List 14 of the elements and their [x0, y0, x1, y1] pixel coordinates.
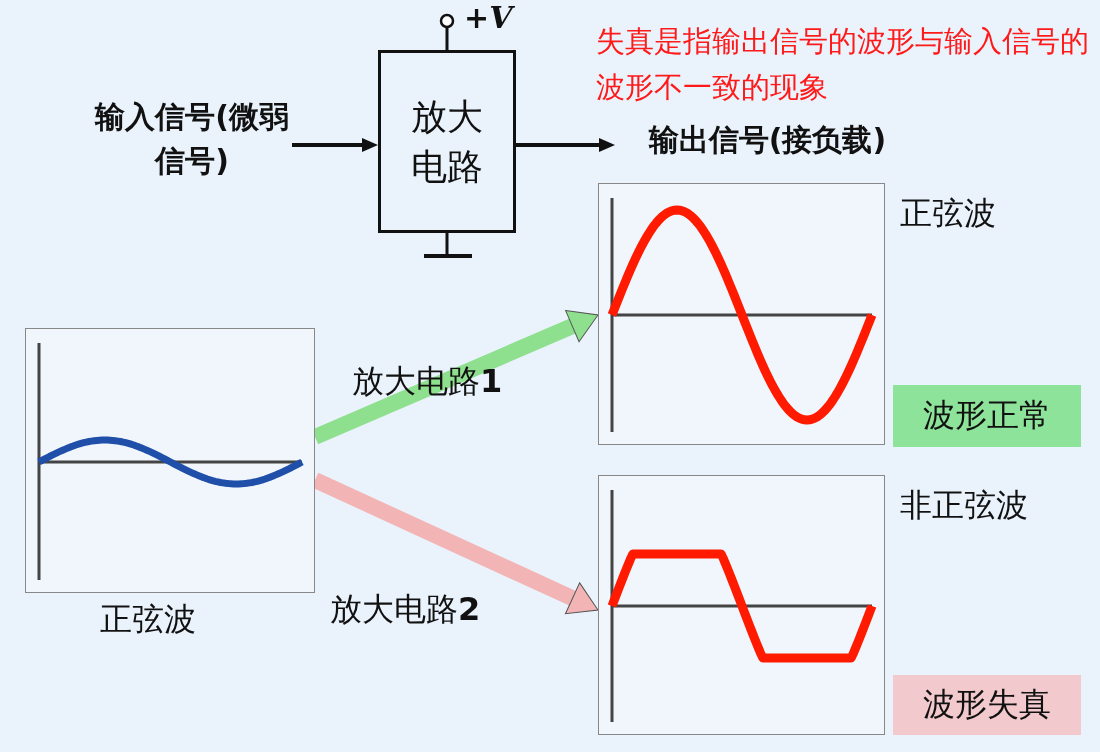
signal-label: 输出信号(接负载) [615, 118, 920, 168]
result-box: 波形正常 [893, 385, 1081, 447]
signal-label: 输入信号(微弱信号) [92, 95, 292, 190]
supply-label: +V [464, 0, 513, 35]
plot-caption: 正弦波 [900, 193, 996, 234]
edge-label: 放大电路2 [330, 589, 481, 630]
amplifier-box: 放大电路 [378, 50, 516, 233]
arrow [516, 138, 615, 152]
arrow [292, 138, 378, 152]
result-box: 波形失真 [893, 675, 1081, 735]
plot-caption: 正弦波 [100, 599, 196, 640]
plot-caption: 非正弦波 [900, 485, 1028, 526]
edge-label: 放大电路1 [352, 361, 503, 402]
note-text: 失真是指输出信号的波形与输入信号的波形不一致的现象 [596, 23, 1090, 106]
